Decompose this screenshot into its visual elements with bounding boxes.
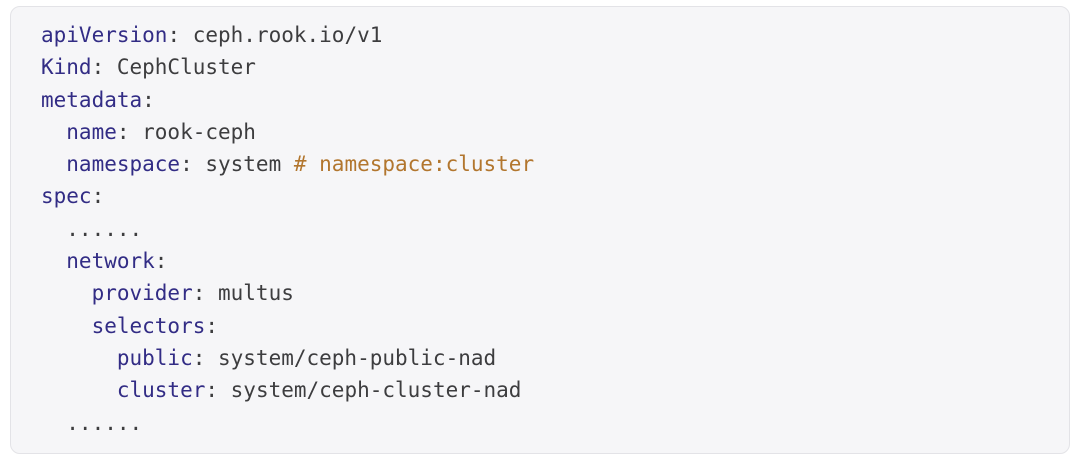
token-key: network — [41, 249, 155, 274]
code-line: namespace: system # namespace:cluster — [41, 148, 1059, 180]
token-key: namespace — [41, 152, 181, 177]
token-value: : — [154, 249, 168, 274]
code-line: network: — [41, 245, 1059, 277]
token-key: provider — [41, 281, 193, 306]
code-line: name: rook-ceph — [41, 116, 1059, 148]
token-value: : system/ceph-public-nad — [192, 345, 497, 370]
token-comment: # namespace:cluster — [293, 152, 535, 177]
code-line: public: system/ceph-public-nad — [41, 342, 1059, 374]
code-line: ...... — [41, 213, 1059, 245]
token-key: apiVersion — [41, 23, 168, 47]
token-key: name — [41, 119, 117, 144]
token-key: selectors — [41, 313, 206, 338]
token-value: : — [142, 87, 155, 112]
token-value: : system — [180, 152, 294, 177]
code-line: provider: multus — [41, 277, 1059, 309]
token-value: : — [91, 184, 105, 209]
token-value: ...... — [41, 216, 143, 241]
token-value: : system/ceph-cluster-nad — [205, 378, 522, 403]
code-line: spec: — [41, 180, 1059, 212]
code-line: Kind: CephCluster — [41, 51, 1059, 83]
token-value: : multus — [192, 281, 294, 306]
token-key: metadata — [41, 87, 143, 112]
token-value: : rook-ceph — [116, 119, 256, 144]
token-key: public — [41, 345, 193, 370]
code-line: cluster: system/ceph-cluster-nad — [41, 374, 1059, 406]
token-key: Kind — [41, 55, 92, 80]
token-value: : ceph.rook.io/v1 — [167, 23, 383, 47]
code-line: selectors: — [41, 310, 1059, 342]
code-line: apiVersion: ceph.rook.io/v1 — [41, 19, 1059, 51]
token-key: cluster — [41, 378, 206, 403]
token-value: ...... — [41, 410, 143, 435]
code-line: ...... — [41, 407, 1059, 439]
token-value: : — [205, 313, 219, 338]
token-value: : CephCluster — [91, 55, 256, 80]
code-line: metadata: — [41, 84, 1059, 116]
token-key: spec — [41, 184, 92, 209]
